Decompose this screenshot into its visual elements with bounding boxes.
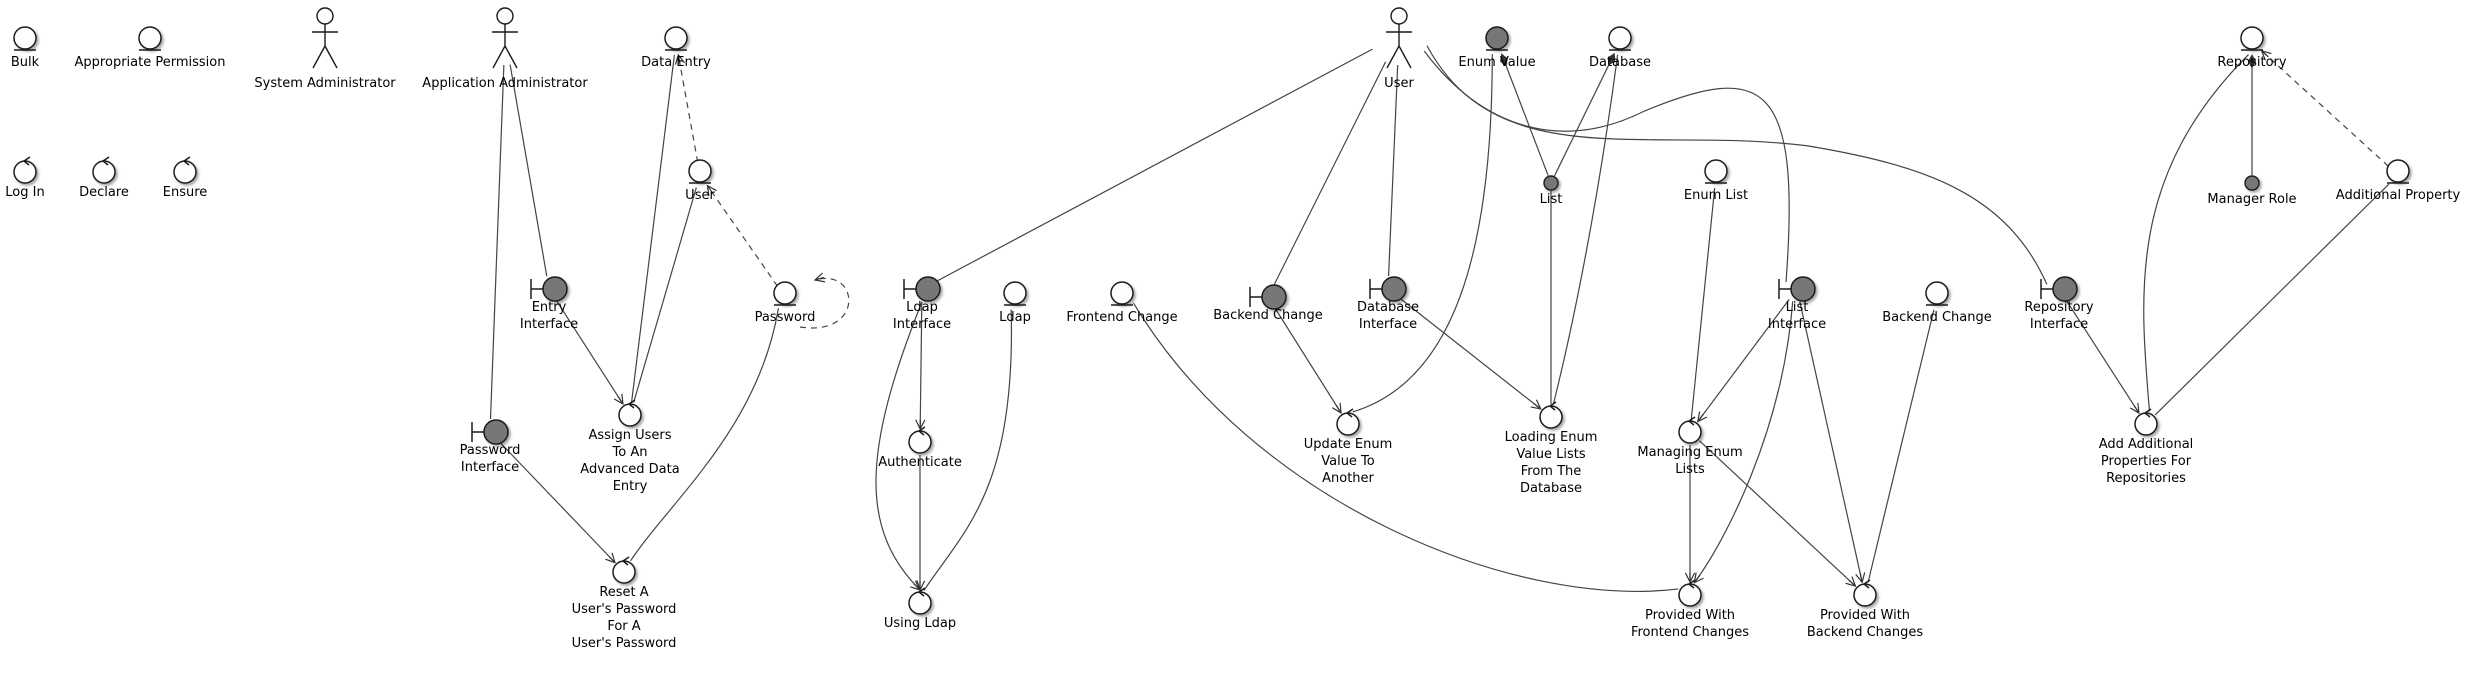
edge-application-administrator-to-password-interface: [489, 64, 505, 420]
list-shape: [1543, 175, 1559, 191]
edge-user-entity-to-data-entry: [678, 55, 699, 163]
edge-ldap-to-using-ldap: [923, 309, 1013, 591]
edge-list-interface-to-provided-frontend: [1694, 301, 1794, 582]
authenticate-shape: [908, 426, 932, 454]
repository-interface-shape: [2040, 276, 2078, 302]
user-entity-shape: [688, 159, 712, 184]
frontend-change-shape: [1110, 281, 1134, 306]
system-administrator-shape: [312, 7, 338, 69]
edge-ldap-interface-to-using-ldap: [875, 301, 923, 590]
edge-layer: [489, 45, 2390, 592]
user-actor-shape: [1386, 7, 1412, 69]
bulk-shape: [13, 26, 37, 51]
edge-password-interface-to-reset-password: [498, 440, 615, 562]
edge-entry-interface-to-assign-users: [555, 299, 623, 404]
edge-list-to-database: [1553, 52, 1616, 177]
edge-password-to-password: [799, 278, 850, 329]
edge-managing-enum-to-provided-backend: [1699, 440, 1856, 586]
password-interface-shape: [471, 419, 509, 445]
database-interface-shape: [1369, 276, 1407, 302]
reset-password-shape: [612, 556, 636, 584]
edge-user-actor-to-ldap-interface: [933, 48, 1373, 284]
managing-enum-shape: [1678, 416, 1702, 444]
edge-user-actor-to-backend-change-b: [1273, 61, 1387, 286]
edge-additional-property-to-add-additional: [2154, 183, 2390, 416]
edge-repository-to-add-additional: [2143, 54, 2249, 412]
edge-list-interface-to-provided-backend: [1799, 301, 1862, 583]
edge-backend-change-b-to-update-enum: [1274, 307, 1341, 413]
password-shape: [773, 281, 797, 306]
edge-user-actor-to-database-interface: [1387, 64, 1399, 277]
node-layer: [13, 7, 2410, 615]
add-additional-shape: [2134, 408, 2158, 436]
edge-database-to-loading-enum: [1552, 54, 1619, 405]
edge-user-actor-to-list-interface: [1423, 50, 1790, 283]
edge-backend-change-e-to-provided-backend: [1867, 309, 1935, 583]
repository-shape: [2240, 26, 2264, 51]
edge-password-to-reset-password: [630, 308, 780, 562]
using-ldap-shape: [908, 587, 932, 615]
edge-user-actor-to-repository-interface: [1426, 45, 2048, 285]
enum-value-shape: [1485, 26, 1509, 51]
edge-enum-list-to-managing-enum: [1690, 187, 1716, 420]
edge-ldap-interface-to-authenticate: [920, 301, 922, 429]
appropriate-permission-shape: [138, 26, 162, 51]
list-interface-shape: [1778, 276, 1816, 302]
edge-enum-value-to-update-enum: [1352, 54, 1493, 413]
edge-list-to-enum-value: [1500, 53, 1549, 176]
edge-application-administrator-to-entry-interface: [509, 64, 548, 277]
edge-additional-property-to-repository: [2262, 51, 2389, 167]
update-enum-shape: [1336, 408, 1360, 436]
data-entry-shape: [664, 26, 688, 51]
assign-users-shape: [618, 399, 642, 427]
backend-change-e-shape: [1925, 281, 1949, 306]
provided-backend-shape: [1853, 579, 1877, 607]
ensure-shape: [173, 156, 197, 184]
enum-list-shape: [1704, 159, 1728, 184]
additional-property-shape: [2386, 159, 2410, 184]
edge-password-to-user-entity: [707, 186, 779, 287]
log-in-shape: [13, 156, 37, 184]
backend-change-b-shape: [1249, 284, 1287, 310]
edge-data-entry-to-assign-users: [630, 54, 676, 403]
edge-database-interface-to-loading-enum: [1397, 296, 1541, 409]
manager-role-shape: [2244, 175, 2260, 191]
ldap-interface-shape: [903, 276, 941, 302]
edge-list-interface-to-managing-enum: [1698, 299, 1790, 421]
edge-user-entity-to-assign-users: [633, 187, 697, 403]
edge-frontend-change-to-provided-frontend: [1132, 302, 1679, 592]
entry-interface-shape: [530, 276, 568, 302]
declare-shape: [92, 156, 116, 184]
edge-repository-interface-to-add-additional: [2065, 299, 2139, 413]
application-administrator-shape: [492, 7, 518, 69]
provided-frontend-shape: [1678, 579, 1702, 607]
loading-enum-shape: [1539, 401, 1563, 429]
ldap-shape: [1003, 281, 1027, 306]
database-shape: [1608, 26, 1632, 51]
